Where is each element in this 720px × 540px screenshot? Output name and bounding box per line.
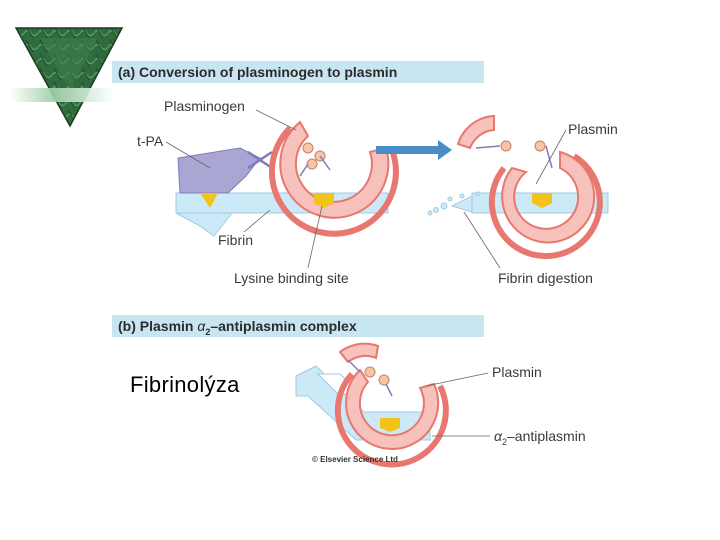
fibrin-fragment	[450, 195, 473, 213]
leader-tpa	[165, 141, 211, 169]
tpa-molecule	[177, 147, 261, 194]
fibrin-fragment	[459, 193, 465, 199]
label-plasmin-b: Plasmin	[492, 364, 542, 380]
fibrin-fragment	[427, 210, 433, 216]
plasmin-molecule-b	[345, 368, 440, 450]
tpa-binding-site	[200, 193, 218, 208]
plasmin-heavy-chain-b	[338, 342, 380, 364]
label-fibrin-digestion: Fibrin digestion	[498, 270, 593, 286]
fibrin-fragment	[447, 196, 453, 202]
lysine-binding-site-right	[532, 193, 552, 208]
fibrin-fragment	[433, 207, 439, 213]
peptide-link	[347, 359, 393, 397]
kringle-bead	[306, 158, 318, 170]
plasmin-molecule	[501, 150, 596, 244]
plasmin-outer-band-b	[334, 371, 449, 468]
peptide-link	[299, 155, 331, 177]
kringle-bead	[534, 140, 546, 152]
cleavage-scissors-icon	[247, 150, 273, 170]
label-antiplasmin: α2–antiplasmin	[494, 428, 586, 447]
plasminogen-outer-band	[269, 125, 399, 237]
logo-triangle-icon	[10, 27, 124, 128]
slide-title: Fibrinolýza	[130, 372, 240, 397]
leader-plasminogen	[255, 109, 297, 131]
label-plasminogen: Plasminogen	[164, 98, 245, 114]
kringle-bead	[302, 142, 314, 154]
kringle-bead	[364, 366, 376, 378]
label-plasmin-a: Plasmin	[568, 121, 618, 137]
kringle-bead	[378, 374, 390, 386]
label-fibrin: Fibrin	[218, 232, 253, 248]
leader-digestion	[463, 211, 501, 269]
plasminogen-molecule	[279, 120, 390, 219]
binding-site-b	[380, 418, 400, 432]
copyright-notice: © Elsevier Science Ltd	[312, 455, 398, 464]
tpa-tail	[175, 212, 234, 237]
kringle-bead	[500, 140, 512, 152]
panel-a-title-bar	[112, 61, 484, 83]
lysine-binding-site	[314, 193, 334, 208]
panel-b-title: (b) Plasmin α2–antiplasmin complex	[118, 318, 357, 337]
leader-lysine	[307, 205, 323, 269]
right-arrow-icon	[376, 140, 452, 160]
panel-b-title-bar	[112, 315, 484, 337]
leader-fibrin	[243, 209, 271, 233]
plasmin-outer-band	[488, 153, 603, 260]
leader-plasmin-b	[425, 372, 489, 387]
panel-a-title: (a) Conversion of plasminogen to plasmin	[118, 64, 397, 80]
leader-plasmin-a	[535, 129, 567, 185]
fibrin-fragment	[440, 202, 448, 210]
fibrin-fragment	[475, 191, 481, 197]
label-lysine-binding-site: Lysine binding site	[234, 270, 349, 286]
peptide-link	[475, 145, 553, 169]
label-tpa: t-PA	[137, 133, 164, 149]
plasmin-heavy-chain	[456, 114, 495, 150]
